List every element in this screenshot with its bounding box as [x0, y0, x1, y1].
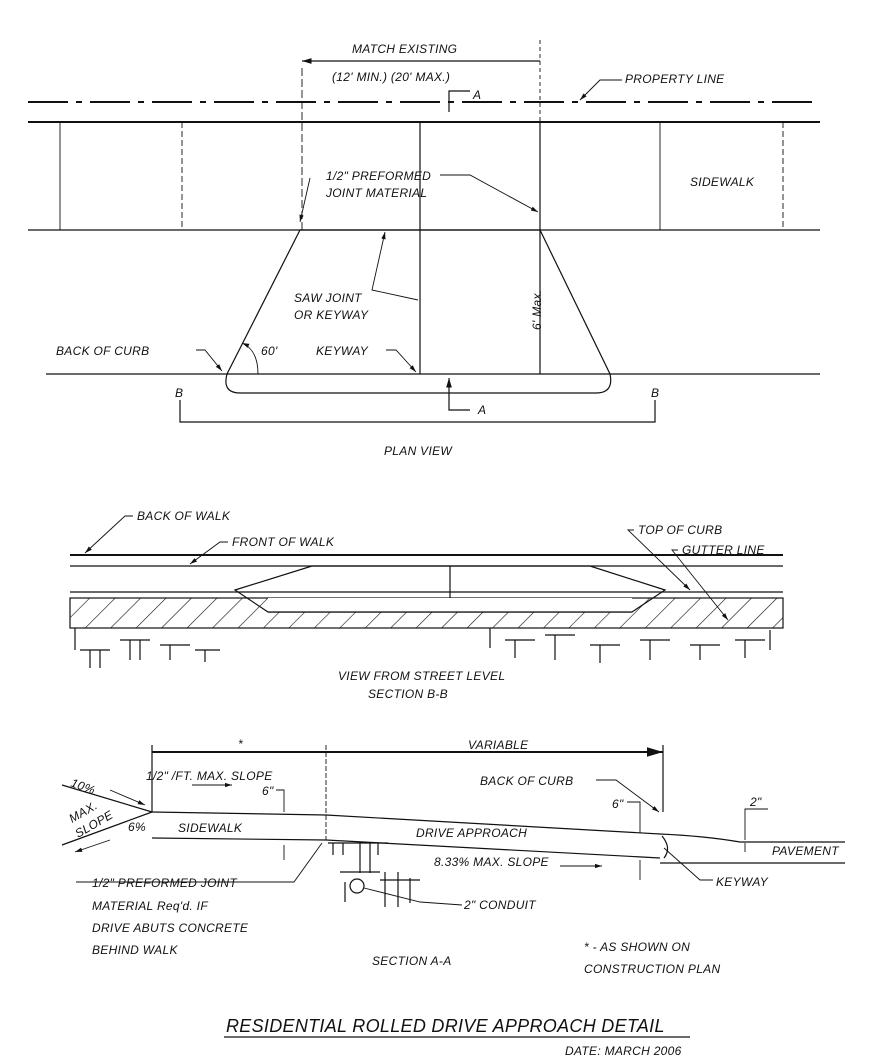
conduit-pipe: [349, 878, 365, 894]
saw-joint-label-1: SAW JOINT: [294, 291, 363, 305]
drive-approach-outline: [225, 229, 612, 394]
joint-leader-left: [299, 177, 311, 223]
back-of-curb-label: BACK OF CURB: [480, 774, 573, 788]
six-inch-walk-dim: [276, 789, 285, 812]
variable-label: VARIABLE: [468, 738, 529, 752]
drawing-title: RESIDENTIAL ROLLED DRIVE APPROACH DETAIL: [226, 1016, 665, 1036]
joint-material-label-1: 1/2" PREFORMED: [326, 169, 431, 183]
drive-slope-label: 8.33% MAX. SLOPE: [434, 855, 550, 869]
slope-line-lower: [61, 811, 153, 846]
top-of-curb-label: TOP OF CURB: [638, 523, 722, 537]
gutter-line-leader: [671, 549, 729, 621]
min-max-label: (12' MIN.) (20' MAX.): [332, 70, 450, 84]
street-view-caption: VIEW FROM STREET LEVEL: [338, 669, 505, 683]
sidewalk-joints: [59, 40, 784, 374]
back-of-walk-leader: [84, 515, 133, 554]
section-a-label-top: A: [472, 88, 481, 102]
saw-joint-label-2: OR KEYWAY: [294, 308, 369, 322]
asterisk-label: *: [238, 737, 243, 751]
walk-slope-label: 1/2" /FT. MAX. SLOPE: [146, 769, 273, 783]
section-b-label-left: B: [175, 386, 183, 400]
saw-joint-leader: [371, 231, 419, 301]
keyway-label: KEYWAY: [716, 875, 769, 889]
ten-pct-arrow: [109, 789, 146, 806]
footnote-line-2: CONSTRUCTION PLAN: [584, 962, 720, 976]
drawing-date: DATE: MARCH 2006: [565, 1044, 682, 1058]
back-of-curb-label: BACK OF CURB: [56, 344, 149, 358]
six-pct-arrow: [74, 839, 111, 853]
plan-view-caption: PLAN VIEW: [384, 444, 453, 458]
top-surface: [151, 811, 845, 843]
front-of-walk-label: FRONT OF WALK: [232, 535, 335, 549]
keyway-leader: [386, 349, 417, 373]
six-inch-curb-label: 6": [612, 797, 624, 811]
slope-line-upper: [61, 784, 153, 813]
section-b-label-right: B: [651, 386, 659, 400]
joint-note-line-2: MATERIAL Req'd. IF: [92, 899, 208, 913]
angle-label: 60': [261, 344, 278, 358]
property-line-leader: [579, 79, 622, 101]
sidewalk-label: SIDEWALK: [178, 821, 243, 835]
bottom-surface: [151, 837, 661, 859]
ten-pct-label: 10%: [69, 776, 97, 798]
six-max-label: 6' Max.: [530, 290, 544, 330]
back-of-walk-label: BACK OF WALK: [137, 509, 231, 523]
joint-note-line-3: DRIVE ABUTS CONCRETE: [92, 921, 249, 935]
six-pct-label: 6%: [128, 820, 146, 834]
angle-arc: [241, 342, 259, 375]
six-inch-walk-label: 6": [262, 784, 274, 798]
section-a-marker-top: [448, 90, 470, 112]
conduit-leader: [363, 887, 463, 906]
two-inch-label: 2": [749, 795, 762, 809]
conduit-label: 2" CONDUIT: [463, 898, 537, 912]
joint-material-label-2: JOINT MATERIAL: [325, 186, 427, 200]
gutter-line-label: GUTTER LINE: [682, 543, 765, 557]
keyway-notch: [661, 835, 669, 859]
curb-drive-gap: [268, 598, 632, 612]
drive-approach-label: DRIVE APPROACH: [416, 826, 527, 840]
sidewalk-label: SIDEWALK: [690, 175, 755, 189]
street-view-section-b-b: BACK OF WALK FRONT OF WALK TOP OF CURB G…: [69, 509, 784, 701]
utility-pipes: [74, 628, 771, 668]
joint-note-leader: [76, 842, 323, 883]
front-of-walk-leader: [189, 541, 228, 565]
top-of-curb-leader: [626, 529, 691, 591]
six-inch-curb-dim: [627, 801, 641, 833]
section-a-marker-bottom: [446, 378, 470, 411]
joint-note-line-4: BEHIND WALK: [92, 943, 178, 957]
footnote-line-1: * - AS SHOWN ON: [584, 940, 690, 954]
section-b-b-caption: SECTION B-B: [368, 687, 448, 701]
section-a-a: * VARIABLE 1/2" /FT. MAX. SLOPE 10% MAX.…: [61, 737, 845, 976]
keyway-leader: [663, 847, 713, 881]
joint-note-line-1: 1/2" PREFORMED JOINT: [92, 876, 238, 890]
keyway-label: KEYWAY: [316, 344, 369, 358]
plan-view: MATCH EXISTING (12' MIN.) (20' MAX.) A P…: [28, 40, 820, 458]
section-a-label-bottom: A: [477, 403, 486, 417]
section-a-a-caption: SECTION A-A: [372, 954, 452, 968]
conduit-detail: [328, 842, 420, 907]
section-b-line: [179, 400, 656, 423]
back-of-curb-leader: [596, 779, 660, 813]
match-existing-label: MATCH EXISTING: [352, 42, 457, 56]
property-line-label: PROPERTY LINE: [625, 72, 725, 86]
two-inch-dim: [744, 808, 768, 840]
joint-leader-right: [440, 174, 539, 213]
back-of-curb-leader: [196, 349, 223, 372]
pavement-label: PAVEMENT: [772, 844, 840, 858]
